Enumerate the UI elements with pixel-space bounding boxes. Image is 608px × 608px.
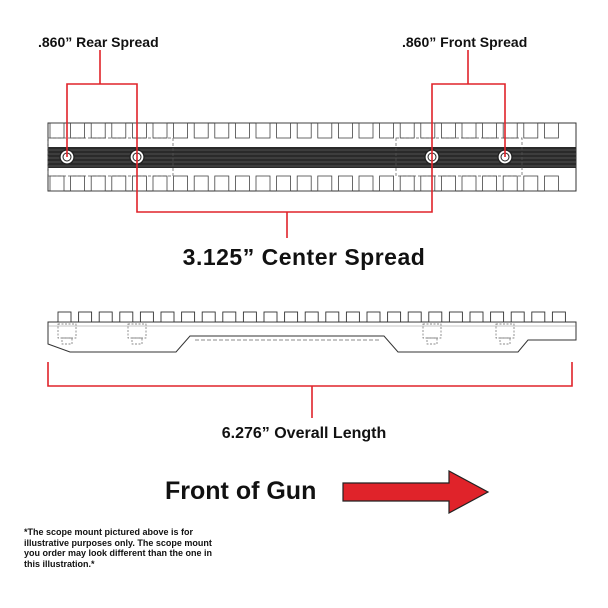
rail-slot: [276, 122, 292, 139]
disclaimer-note: *The scope mount pictured above is for i…: [24, 527, 213, 569]
screw-outline-3: [422, 323, 442, 345]
rail-tooth: [78, 311, 93, 323]
rail-tooth: [428, 311, 443, 323]
center-spread-bracket: [136, 157, 433, 238]
rail-slot: [70, 122, 85, 139]
rear-spread-bracket: [66, 50, 138, 157]
recess-outline-rear: [47, 137, 174, 177]
rail-slot: [482, 122, 498, 139]
rail-slot: [317, 122, 333, 139]
rail-slot: [214, 175, 230, 192]
rail-slot: [337, 122, 353, 139]
rail-slot: [544, 175, 559, 192]
rail-slot: [276, 175, 292, 192]
rail-slot: [70, 175, 85, 192]
front-spread-bracket: [431, 50, 506, 157]
rail-tooth: [119, 311, 134, 323]
rail-tooth: [284, 311, 299, 323]
rail-tooth: [57, 311, 72, 323]
rail-tooth: [345, 311, 360, 323]
rail-tooth: [448, 311, 463, 323]
rail-tooth: [139, 311, 154, 323]
rail-tooth: [263, 311, 278, 323]
rail-tooth: [222, 311, 237, 323]
rail-slot: [420, 175, 436, 192]
rail-slot: [358, 122, 374, 139]
rail-tooth: [490, 311, 505, 323]
recess-outline-front: [395, 137, 523, 177]
rail-tooth: [469, 311, 484, 323]
rail-tooth: [160, 311, 175, 323]
front-spread-label: .860” Front Spread: [402, 34, 528, 50]
rail-slot: [255, 122, 271, 139]
rail-tooth: [98, 311, 113, 323]
rail-slot: [399, 175, 415, 192]
rail-side-teeth: [57, 311, 566, 323]
rail-slot: [523, 122, 539, 139]
rail-slot: [214, 122, 230, 139]
rail-tooth: [242, 311, 257, 323]
screw-outline-2: [127, 323, 147, 345]
rail-slot: [544, 122, 559, 139]
rail-slot: [337, 175, 353, 192]
rail-slot: [255, 175, 271, 192]
front-of-gun-label: Front of Gun: [165, 477, 317, 505]
rail-slot: [379, 175, 395, 192]
rail-slot: [234, 122, 250, 139]
rail-slot: [502, 122, 518, 139]
overall-length-bracket: [47, 362, 573, 418]
screw-outline-4: [495, 323, 515, 345]
center-spread-label: 3.125” Center Spread: [182, 244, 426, 270]
rail-slot: [296, 175, 312, 192]
rail-slot: [296, 122, 312, 139]
rail-slot: [173, 122, 189, 139]
overall-length-label: 6.276” Overall Length: [221, 425, 387, 442]
rail-slot: [193, 122, 209, 139]
rail-tooth: [181, 311, 196, 323]
rail-slot: [317, 175, 333, 192]
rail-slot: [379, 122, 395, 139]
rail-slot: [523, 175, 539, 192]
rail-tooth: [551, 311, 566, 323]
rear-spread-label: .860” Rear Spread: [38, 34, 159, 50]
rail-tooth: [387, 311, 402, 323]
rail-tooth: [531, 311, 546, 323]
rail-slot: [358, 175, 374, 192]
rail-slot: [49, 122, 65, 139]
rail-tooth: [201, 311, 216, 323]
rail-tooth: [325, 311, 340, 323]
rail-tooth: [366, 311, 381, 323]
rail-slot: [193, 175, 209, 192]
rail-side-outline: [47, 321, 577, 353]
rail-center-channel: [48, 147, 576, 168]
front-arrow-icon: [342, 469, 490, 515]
rail-slot: [234, 175, 250, 192]
rail-top-view: [47, 122, 577, 192]
rail-tooth: [304, 311, 319, 323]
rail-side-view: [47, 311, 577, 353]
rail-slot: [49, 175, 65, 192]
rail-tooth: [510, 311, 525, 323]
rail-slot: [173, 175, 189, 192]
rail-tooth: [407, 311, 422, 323]
screw-outline-1: [57, 323, 77, 345]
